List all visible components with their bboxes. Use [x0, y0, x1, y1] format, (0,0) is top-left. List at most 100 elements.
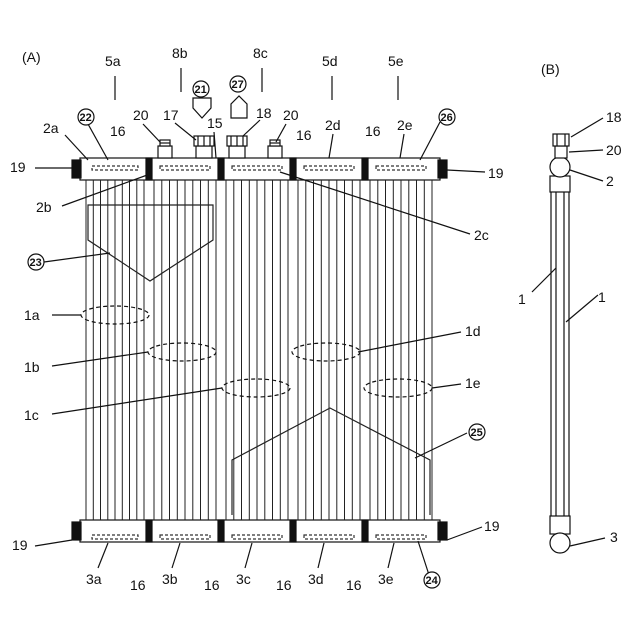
- leader-2e: [400, 134, 404, 158]
- panel-b-label: (B): [541, 61, 560, 77]
- panel-a: [35, 68, 485, 578]
- svg-text:21: 21: [195, 84, 207, 96]
- fitting-18: [227, 136, 247, 158]
- label-16-bottom-3: 16: [276, 577, 292, 593]
- leader-3b: [172, 543, 180, 568]
- label-3a: 3a: [86, 571, 102, 587]
- top-header: [80, 158, 440, 180]
- label-1b: 1b: [24, 359, 40, 375]
- label-b-20: 20: [606, 142, 622, 158]
- side-connector-20: [555, 146, 567, 158]
- label-17: 17: [163, 107, 179, 123]
- circled-26: 26: [439, 109, 455, 125]
- label-19-top-right: 19: [488, 165, 504, 181]
- labels: (A) (B) 5a 8b 8c 5d 5e 2a 20 17 18 20 16…: [10, 45, 622, 593]
- leader-25: [415, 433, 467, 458]
- label-16-bottom-4: 16: [346, 577, 362, 593]
- ellipse-1e: [364, 379, 432, 397]
- circled-23: 23: [28, 254, 44, 270]
- svg-text:24: 24: [426, 575, 439, 587]
- partition-16: [362, 158, 368, 180]
- label-15: 15: [207, 115, 223, 131]
- label-16-top-2: 16: [365, 123, 381, 139]
- label-19-top-left: 19: [10, 159, 26, 175]
- circled-24: 24: [424, 572, 440, 588]
- leader-3a: [98, 543, 108, 568]
- label-b-18: 18: [606, 109, 622, 125]
- label-b-1-right: 1: [598, 289, 606, 305]
- label-2b: 2b: [36, 199, 52, 215]
- partition-16: [146, 158, 152, 180]
- leader-2c: [280, 172, 470, 234]
- circled-25: 25: [469, 424, 485, 440]
- tube-bank: [86, 180, 432, 520]
- side-tube: [551, 178, 569, 528]
- circled-21: 21: [193, 81, 209, 97]
- label-2a: 2a: [43, 120, 59, 136]
- label-5d: 5d: [322, 53, 338, 69]
- label-2e: 2e: [397, 117, 413, 133]
- side-header-bottom: [550, 516, 570, 534]
- leader-b18: [571, 118, 603, 137]
- leader-19bl: [35, 540, 72, 546]
- label-8b: 8b: [172, 45, 188, 61]
- panel-a-label: (A): [22, 49, 41, 65]
- end-cap-bottom-right: [438, 522, 447, 540]
- leader-22: [88, 124, 108, 160]
- leader-b1b: [566, 295, 598, 322]
- ellipse-1d: [292, 343, 360, 361]
- leader-19tr: [447, 170, 485, 172]
- label-16-bottom-2: 16: [204, 577, 220, 593]
- label-19-bottom-left: 19: [12, 537, 28, 553]
- svg-text:27: 27: [232, 79, 244, 91]
- leader-b20: [569, 150, 603, 152]
- label-b-2: 2: [606, 173, 614, 189]
- side-fitting-18: [553, 134, 569, 146]
- leader-18: [243, 120, 260, 136]
- label-20a: 20: [133, 107, 149, 123]
- label-1e: 1e: [465, 375, 481, 391]
- side-header-2: [550, 157, 570, 177]
- leader-20a: [143, 124, 160, 142]
- leader-3c: [245, 543, 252, 568]
- label-16-top-0: 16: [110, 123, 126, 139]
- label-16-bottom-1: 16: [130, 577, 146, 593]
- circled-27: 27: [230, 76, 246, 92]
- partition-16: [290, 520, 296, 542]
- partition-16: [218, 158, 224, 180]
- end-cap-top-right: [438, 160, 447, 178]
- label-5a: 5a: [105, 53, 121, 69]
- svg-text:23: 23: [30, 257, 42, 269]
- circled-22: 22: [78, 109, 94, 125]
- label-8c: 8c: [253, 45, 268, 61]
- label-16-top-1: 16: [296, 127, 312, 143]
- svg-text:25: 25: [471, 427, 483, 439]
- fitting-17: [194, 136, 214, 158]
- leader-19br: [447, 527, 482, 540]
- connector-20-right: [268, 140, 282, 158]
- leader-20b: [276, 124, 286, 142]
- label-b-1-left: 1: [518, 291, 526, 307]
- partition-16: [146, 520, 152, 542]
- leader-1e: [432, 384, 461, 388]
- end-cap-top-left: [72, 160, 81, 178]
- label-3d: 3d: [308, 571, 324, 587]
- label-18: 18: [256, 105, 272, 121]
- label-2c: 2c: [474, 227, 489, 243]
- label-5e: 5e: [388, 53, 404, 69]
- label-19-bottom-right: 19: [484, 518, 500, 534]
- label-1d: 1d: [465, 323, 481, 339]
- label-3e: 3e: [378, 571, 394, 587]
- label-3c: 3c: [236, 571, 251, 587]
- label-1c: 1c: [24, 407, 39, 423]
- leader-3e: [388, 543, 394, 568]
- side-header-3: [550, 533, 570, 553]
- partition-16: [218, 520, 224, 542]
- leader-b3: [570, 538, 605, 546]
- label-20b: 20: [283, 107, 299, 123]
- label-3b: 3b: [162, 571, 178, 587]
- arrow-outflow-8c: [231, 96, 247, 118]
- leader-2a: [65, 135, 88, 160]
- leader-1d: [358, 332, 461, 352]
